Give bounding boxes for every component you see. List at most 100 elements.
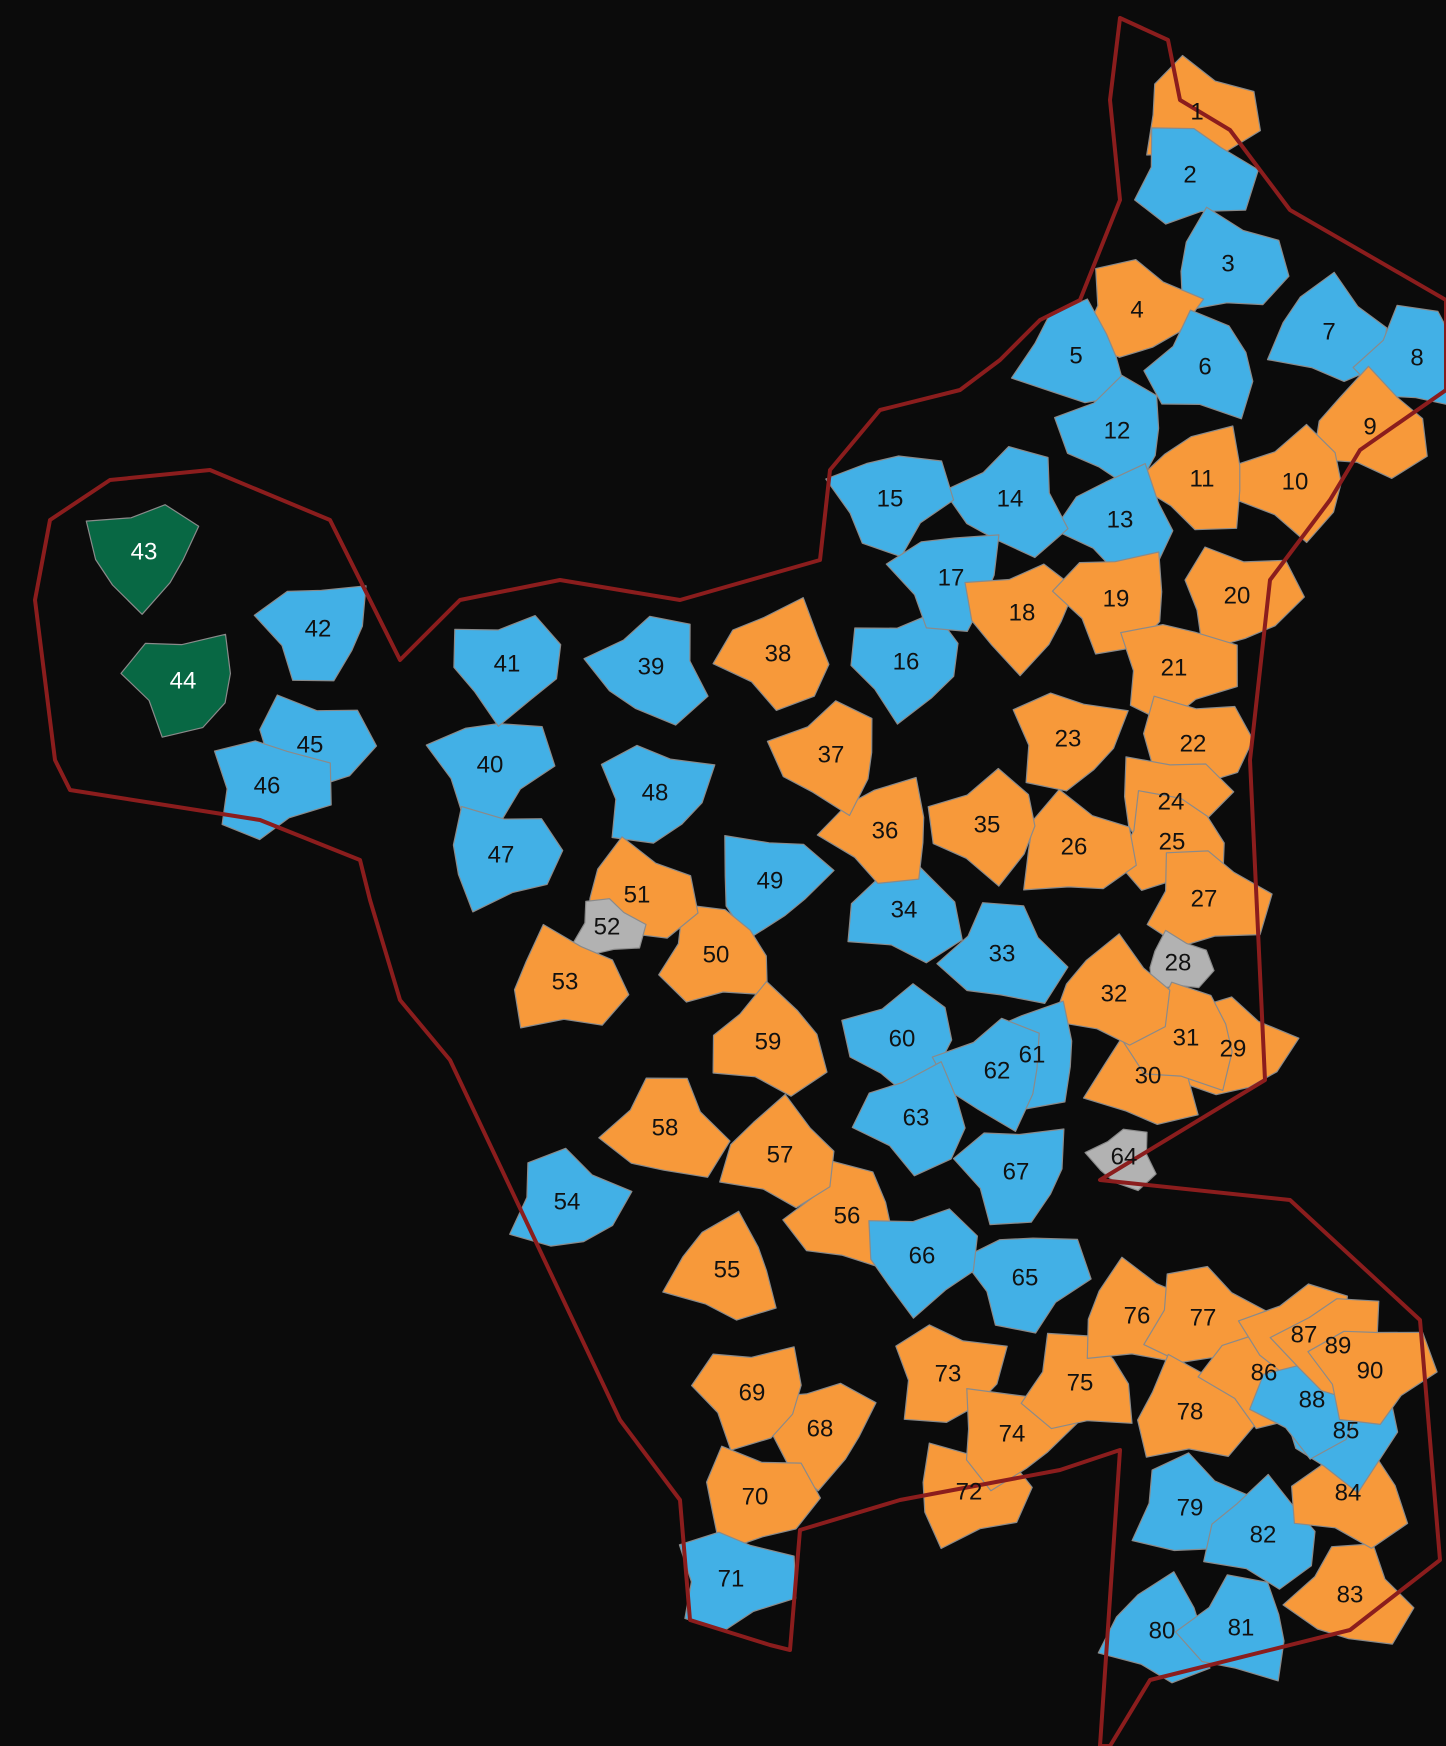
constituency-43[interactable] bbox=[85, 504, 200, 615]
constituency-label-1: 1 bbox=[1190, 98, 1203, 125]
constituency-15[interactable] bbox=[825, 455, 955, 558]
constituency-11[interactable] bbox=[1133, 425, 1241, 531]
constituency-label-16: 16 bbox=[893, 648, 920, 675]
constituency-label-41: 41 bbox=[494, 650, 521, 677]
constituency-label-78: 78 bbox=[1177, 1398, 1204, 1425]
constituency-label-72: 72 bbox=[956, 1478, 983, 1505]
constituency-2[interactable] bbox=[1133, 127, 1259, 225]
constituency-label-34: 34 bbox=[891, 896, 918, 923]
constituency-label-14: 14 bbox=[997, 485, 1024, 512]
constituency-label-40: 40 bbox=[477, 751, 504, 778]
constituency-58[interactable] bbox=[598, 1077, 731, 1178]
constituency-53[interactable] bbox=[513, 923, 630, 1029]
constituency-46[interactable] bbox=[213, 740, 332, 841]
constituency-label-29: 29 bbox=[1220, 1035, 1247, 1062]
constituency-label-24: 24 bbox=[1158, 788, 1185, 815]
constituency-56[interactable] bbox=[782, 1160, 893, 1270]
constituency-label-84: 84 bbox=[1335, 1479, 1362, 1506]
constituency-label-20: 20 bbox=[1224, 582, 1251, 609]
constituency-66[interactable] bbox=[868, 1208, 979, 1319]
constituency-label-60: 60 bbox=[889, 1025, 916, 1052]
constituency-label-28: 28 bbox=[1165, 949, 1192, 976]
constituency-label-5: 5 bbox=[1069, 342, 1082, 369]
constituency-label-13: 13 bbox=[1107, 506, 1134, 533]
constituency-62[interactable] bbox=[931, 1017, 1040, 1133]
constituency-label-63: 63 bbox=[903, 1104, 930, 1131]
constituency-label-81: 81 bbox=[1228, 1614, 1255, 1641]
constituency-label-44: 44 bbox=[170, 667, 197, 694]
constituency-47[interactable] bbox=[452, 805, 564, 913]
constituency-48[interactable] bbox=[600, 744, 716, 844]
constituency-63[interactable] bbox=[851, 1061, 966, 1177]
constituency-55[interactable] bbox=[662, 1210, 777, 1321]
constituency-65[interactable] bbox=[961, 1237, 1092, 1334]
constituency-57[interactable] bbox=[719, 1093, 835, 1209]
constituency-label-49: 49 bbox=[757, 867, 784, 894]
constituency-label-18: 18 bbox=[1009, 599, 1036, 626]
constituency-label-10: 10 bbox=[1282, 468, 1309, 495]
constituency-label-75: 75 bbox=[1067, 1369, 1094, 1396]
constituency-label-6: 6 bbox=[1198, 353, 1211, 380]
constituency-27[interactable] bbox=[1146, 850, 1273, 948]
constituency-label-42: 42 bbox=[305, 615, 332, 642]
constituency-label-90: 90 bbox=[1357, 1357, 1384, 1384]
constituency-38[interactable] bbox=[712, 596, 830, 712]
constituency-14[interactable] bbox=[943, 446, 1069, 559]
constituency-label-64: 64 bbox=[1111, 1143, 1138, 1170]
constituency-70[interactable] bbox=[705, 1445, 822, 1553]
constituency-label-53: 53 bbox=[552, 968, 579, 995]
constituency-90[interactable] bbox=[1307, 1330, 1438, 1426]
constituency-52[interactable] bbox=[572, 898, 647, 955]
constituency-33[interactable] bbox=[936, 902, 1069, 1005]
constituency-40[interactable] bbox=[425, 722, 556, 823]
constituency-41[interactable] bbox=[453, 614, 562, 727]
constituency-label-61: 61 bbox=[1019, 1041, 1046, 1068]
constituency-label-45: 45 bbox=[297, 731, 324, 758]
constituency-44[interactable] bbox=[120, 633, 231, 738]
constituency-label-27: 27 bbox=[1191, 885, 1218, 912]
constituency-label-47: 47 bbox=[488, 841, 515, 868]
constituency-39[interactable] bbox=[583, 615, 709, 726]
constituency-69[interactable] bbox=[690, 1346, 802, 1451]
constituency-35[interactable] bbox=[927, 767, 1036, 887]
constituency-67[interactable] bbox=[952, 1128, 1065, 1226]
constituency-label-51: 51 bbox=[624, 881, 651, 908]
constituency-32[interactable] bbox=[1052, 933, 1171, 1046]
constituency-label-52: 52 bbox=[594, 913, 621, 940]
constituency-label-33: 33 bbox=[989, 940, 1016, 967]
constituency-19[interactable] bbox=[1051, 551, 1163, 655]
constituency-54[interactable] bbox=[509, 1147, 633, 1247]
constituency-label-57: 57 bbox=[767, 1141, 794, 1168]
constituency-7[interactable] bbox=[1266, 271, 1388, 383]
constituency-label-37: 37 bbox=[818, 741, 845, 768]
constituency-label-73: 73 bbox=[935, 1360, 962, 1387]
constituency-label-9: 9 bbox=[1363, 413, 1376, 440]
constituency-label-88: 88 bbox=[1299, 1386, 1326, 1413]
constituency-label-79: 79 bbox=[1177, 1494, 1204, 1521]
constituency-label-22: 22 bbox=[1180, 730, 1207, 757]
constituency-shapes bbox=[85, 54, 1446, 1684]
constituency-label-67: 67 bbox=[1003, 1158, 1030, 1185]
constituency-label-23: 23 bbox=[1055, 725, 1082, 752]
constituency-label-38: 38 bbox=[765, 640, 792, 667]
constituency-label-80: 80 bbox=[1149, 1617, 1176, 1644]
constituency-6[interactable] bbox=[1143, 309, 1254, 420]
constituency-label-66: 66 bbox=[909, 1242, 936, 1269]
constituency-77[interactable] bbox=[1143, 1265, 1271, 1364]
constituency-23[interactable] bbox=[1012, 692, 1129, 792]
constituency-label-76: 76 bbox=[1124, 1302, 1151, 1329]
constituency-36[interactable] bbox=[816, 776, 925, 885]
constituency-label-86: 86 bbox=[1251, 1359, 1278, 1386]
constituency-50[interactable] bbox=[658, 903, 769, 1003]
constituency-label-36: 36 bbox=[872, 817, 899, 844]
constituency-59[interactable] bbox=[712, 980, 828, 1097]
constituency-label-85: 85 bbox=[1333, 1417, 1360, 1444]
constituency-label-55: 55 bbox=[714, 1256, 741, 1283]
constituency-label-21: 21 bbox=[1161, 654, 1188, 681]
constituency-3[interactable] bbox=[1180, 206, 1290, 312]
constituency-label-59: 59 bbox=[755, 1028, 782, 1055]
constituency-42[interactable] bbox=[253, 585, 367, 682]
constituency-37[interactable] bbox=[766, 700, 873, 817]
constituency-label-2: 2 bbox=[1183, 161, 1196, 188]
